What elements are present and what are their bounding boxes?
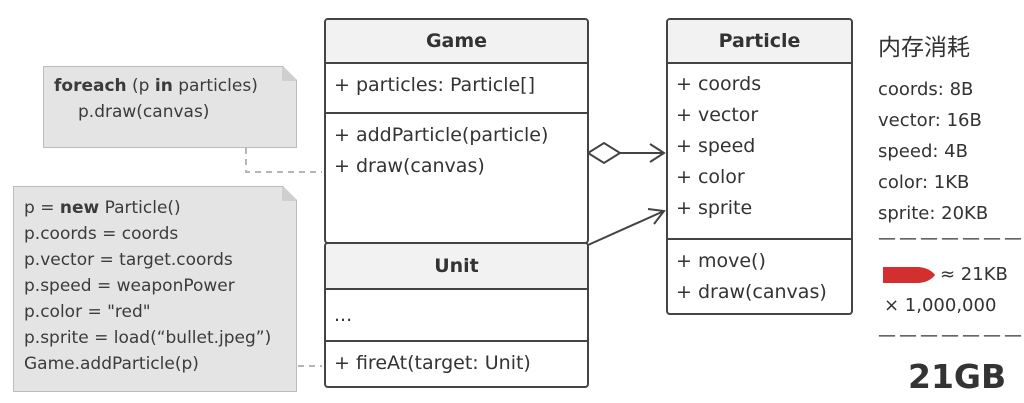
- memory-item: vector: 16B: [878, 110, 982, 131]
- game-method: + draw(canvas): [334, 155, 485, 177]
- unit-fields: ...: [326, 290, 587, 342]
- separator-top: ———————: [878, 228, 1024, 249]
- memory-item: coords: 8B: [878, 79, 974, 100]
- fire-note: p = new Particle() p.coords = coords p.v…: [13, 186, 297, 392]
- particle-class-title: Particle: [668, 20, 851, 64]
- unit-method: + fireAt(target: Unit): [334, 352, 531, 374]
- memory-item: sprite: 20KB: [878, 203, 989, 224]
- fire-note-line-1: p = new Particle(): [24, 198, 181, 218]
- memory-title: 内存消耗: [878, 35, 970, 61]
- memory-item: speed: 4B: [878, 141, 968, 162]
- particle-method: + move(): [676, 250, 766, 272]
- unit-class: Unit ... + fireAt(target: Unit): [324, 242, 589, 388]
- particle-method: + draw(canvas): [676, 281, 827, 303]
- memory-total: 21GB: [908, 357, 1007, 396]
- bullet-icon: [883, 267, 935, 283]
- unit-class-title: Unit: [326, 244, 587, 290]
- particle-count: × 1,000,000: [884, 295, 997, 316]
- particle-field: + color: [676, 166, 745, 188]
- particle-methods: + move() + draw(canvas): [668, 240, 851, 313]
- particle-field: + speed: [676, 135, 756, 157]
- particle-class: Particle + coords + vector + speed + col…: [666, 18, 853, 315]
- particle-field: + vector: [676, 104, 759, 126]
- separator-bottom: ———————: [878, 325, 1024, 346]
- game-class-title: Game: [326, 20, 587, 64]
- game-methods: + addParticle(particle) + draw(canvas): [326, 114, 587, 188]
- game-class: Game + particles: Particle[] + addPartic…: [324, 18, 589, 244]
- game-field: + particles: Particle[]: [334, 74, 535, 96]
- loop-note-connector: [245, 148, 322, 173]
- aggregation-arrowhead: [649, 143, 666, 163]
- association-line: [587, 210, 665, 246]
- particle-fields: + coords + vector + speed + color + spri…: [668, 64, 851, 240]
- game-method: + addParticle(particle): [334, 124, 549, 146]
- fire-note-line-3: p.vector = target.coords: [24, 250, 233, 270]
- particle-field: + coords: [676, 73, 762, 95]
- fire-note-line-4: p.speed = weaponPower: [24, 276, 235, 296]
- unit-field: ...: [334, 304, 353, 326]
- loop-note: foreach (p in particles) p.draw(canvas): [43, 66, 297, 148]
- association-arrowhead: [647, 208, 666, 225]
- fire-note-line-7: Game.addParticle(p): [24, 354, 199, 374]
- aggregation-diamond: [586, 141, 622, 165]
- loop-note-line-1: foreach (p in particles): [54, 76, 258, 96]
- loop-note-line-2: p.draw(canvas): [78, 102, 210, 122]
- fire-note-line-6: p.sprite = load(“bullet.jpeg”): [24, 328, 272, 348]
- particle-size: ≈ 21KB: [940, 264, 1008, 285]
- memory-items: coords: 8B vector: 16B speed: 4B color: …: [878, 74, 988, 229]
- fire-note-line-5: p.color = "red": [24, 302, 151, 322]
- memory-item: color: 1KB: [878, 172, 970, 193]
- game-fields: + particles: Particle[]: [326, 64, 587, 114]
- unit-methods: + fireAt(target: Unit): [326, 342, 587, 385]
- particle-field: + sprite: [676, 197, 753, 219]
- fire-note-line-2: p.coords = coords: [24, 224, 179, 244]
